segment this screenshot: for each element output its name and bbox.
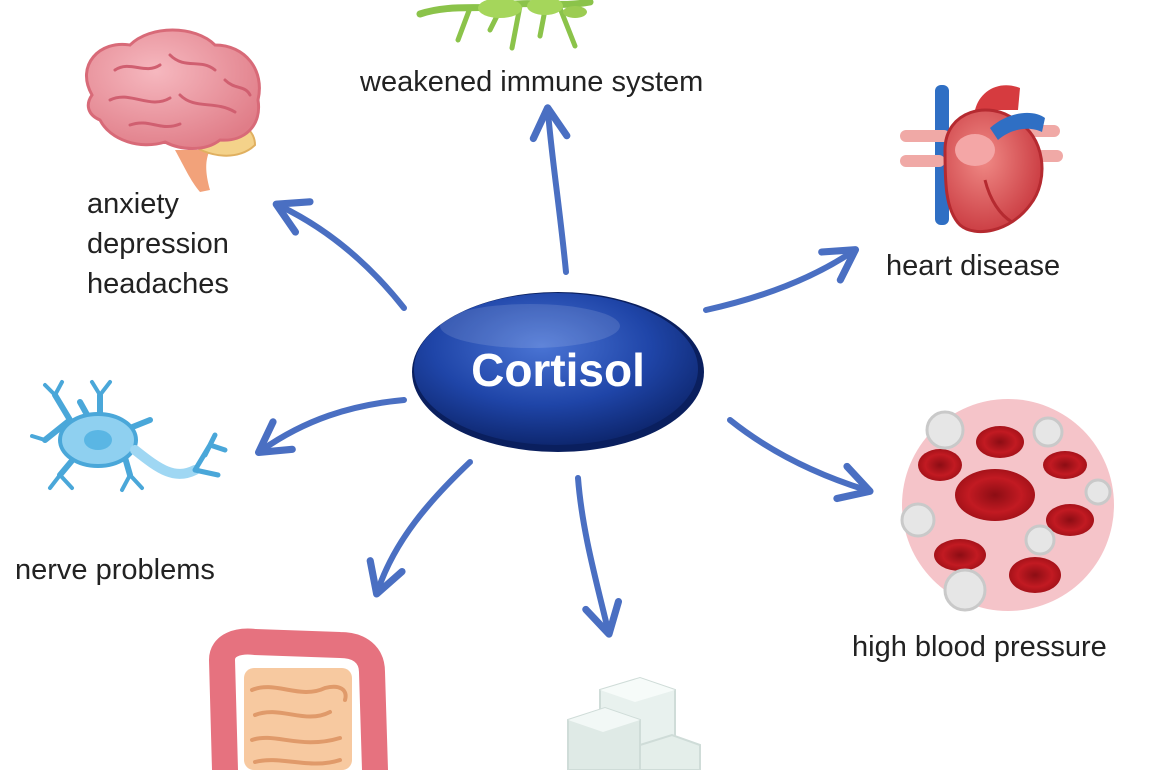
intestines-icon: [208, 628, 388, 770]
blood-label: high blood pressure: [852, 631, 1107, 663]
arrow-to-blood: [727, 417, 874, 503]
arrow-to-digestive: [366, 459, 473, 598]
immune-label: weakened immune system: [360, 66, 704, 98]
arrow-to-nerve: [254, 397, 407, 456]
sugar-cubes-icon: [567, 676, 701, 770]
mental-label-anxiety: anxiety: [87, 188, 179, 220]
arrow-to-heart: [703, 246, 860, 313]
arrow-to-mental: [272, 198, 407, 311]
mental-label-headaches: headaches: [87, 268, 229, 300]
blood-cells-icon: [900, 399, 1114, 612]
heart-icon: [900, 85, 1063, 234]
brain-icon: [85, 28, 261, 192]
mental-label-depression: depression: [87, 228, 229, 260]
arrow-to-sugar: [575, 475, 623, 638]
heart-label: heart disease: [886, 250, 1061, 282]
neuron-icon: [30, 380, 228, 492]
mental-label-group: anxiety depression headaches: [87, 184, 229, 304]
arrow-to-immune: [529, 104, 571, 275]
immune-cell-icon: [416, 0, 594, 51]
nerve-label: nerve problems: [15, 554, 215, 586]
arrows: [254, 104, 874, 638]
center-label: Cortisol: [471, 344, 645, 396]
center-node: Cortisol: [412, 292, 704, 452]
